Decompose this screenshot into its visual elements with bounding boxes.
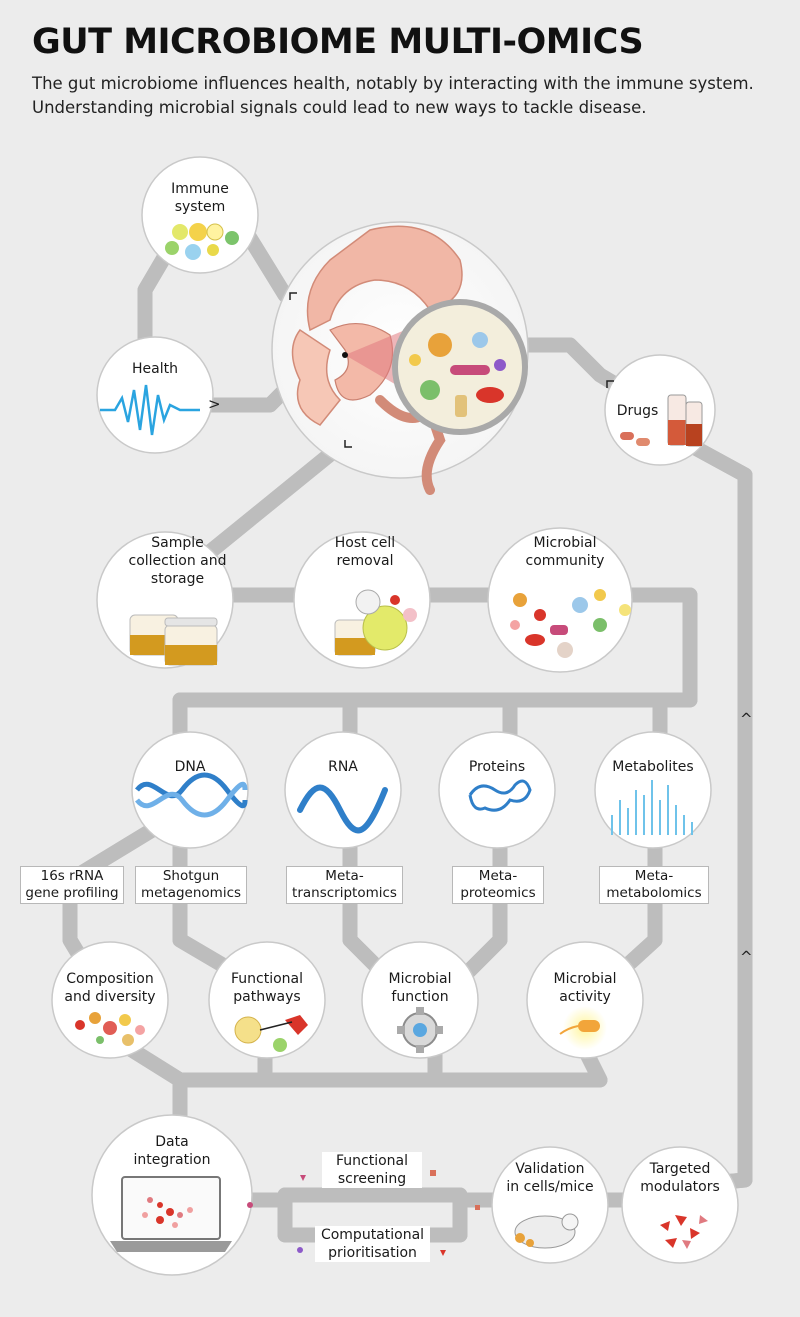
mouse-icon: [514, 1213, 579, 1249]
sample-collection-node: [96, 531, 234, 669]
microbe-glow-icon: [559, 1006, 607, 1050]
modulator-particles-icon: [660, 1215, 708, 1249]
microbial-function-node: [361, 941, 479, 1059]
drug-vials-icon: [620, 394, 703, 447]
page-subtitle: The gut microbiome influences health, no…: [32, 74, 754, 117]
immune-system-node: [141, 156, 259, 274]
method-16s-rrna: 16s rRNA gene profiling: [20, 866, 124, 904]
computational-prioritisation-label: Computational prioritisation: [315, 1226, 430, 1262]
rna-strand-icon: [297, 784, 388, 834]
method-shotgun-metagenomics: Shotgun metagenomics: [135, 866, 247, 904]
host-cell-icon: [334, 589, 417, 656]
protein-fold-icon: [468, 779, 532, 812]
targeted-modulators-node: [621, 1146, 739, 1264]
functional-screening-label: Functional screening: [322, 1152, 422, 1188]
data-integration-node: [91, 1114, 253, 1276]
proteins-node: [438, 731, 556, 849]
microbe-magnifier-icon: [392, 299, 528, 435]
arrow-up-lower: ^: [740, 948, 753, 966]
rna-node: [284, 731, 402, 849]
microbial-community-node: [487, 527, 633, 673]
drugs-node: [604, 354, 716, 466]
composition-dots-icon: [75, 1012, 145, 1046]
sample-jars-icon: [129, 614, 218, 666]
method-metametabolomics: Meta- metabolomics: [599, 866, 709, 904]
functional-pathways-node: [208, 941, 326, 1059]
method-metatranscriptomics: Meta- transcriptomics: [286, 866, 403, 904]
composition-diversity-node: [51, 941, 169, 1059]
arrow-up-upper: ^: [740, 710, 753, 728]
page-title: GUT MICROBIOME MULTI-OMICS: [32, 22, 644, 62]
dna-node: [131, 731, 249, 849]
gear-icon: [397, 1007, 443, 1053]
metabolites-node: [594, 731, 712, 849]
method-metaproteomics: Meta- proteomics: [452, 866, 544, 904]
validation-node: [491, 1146, 609, 1264]
microbe-community-icon: [510, 589, 631, 658]
heartbeat-wave-icon: [100, 384, 200, 436]
microbial-activity-node: [526, 941, 644, 1059]
metabolite-spectrum-icon: [611, 780, 693, 835]
health-node: [96, 336, 214, 454]
pathway-icon: [234, 1015, 308, 1052]
laptop-heatmap-icon: [110, 1176, 232, 1252]
arrow-right-health: >: [208, 395, 221, 413]
host-cell-removal-node: [293, 531, 431, 669]
immune-cells-icon: [165, 223, 239, 260]
dna-helix-icon: [135, 772, 248, 818]
screening-particles: [247, 1170, 480, 1256]
